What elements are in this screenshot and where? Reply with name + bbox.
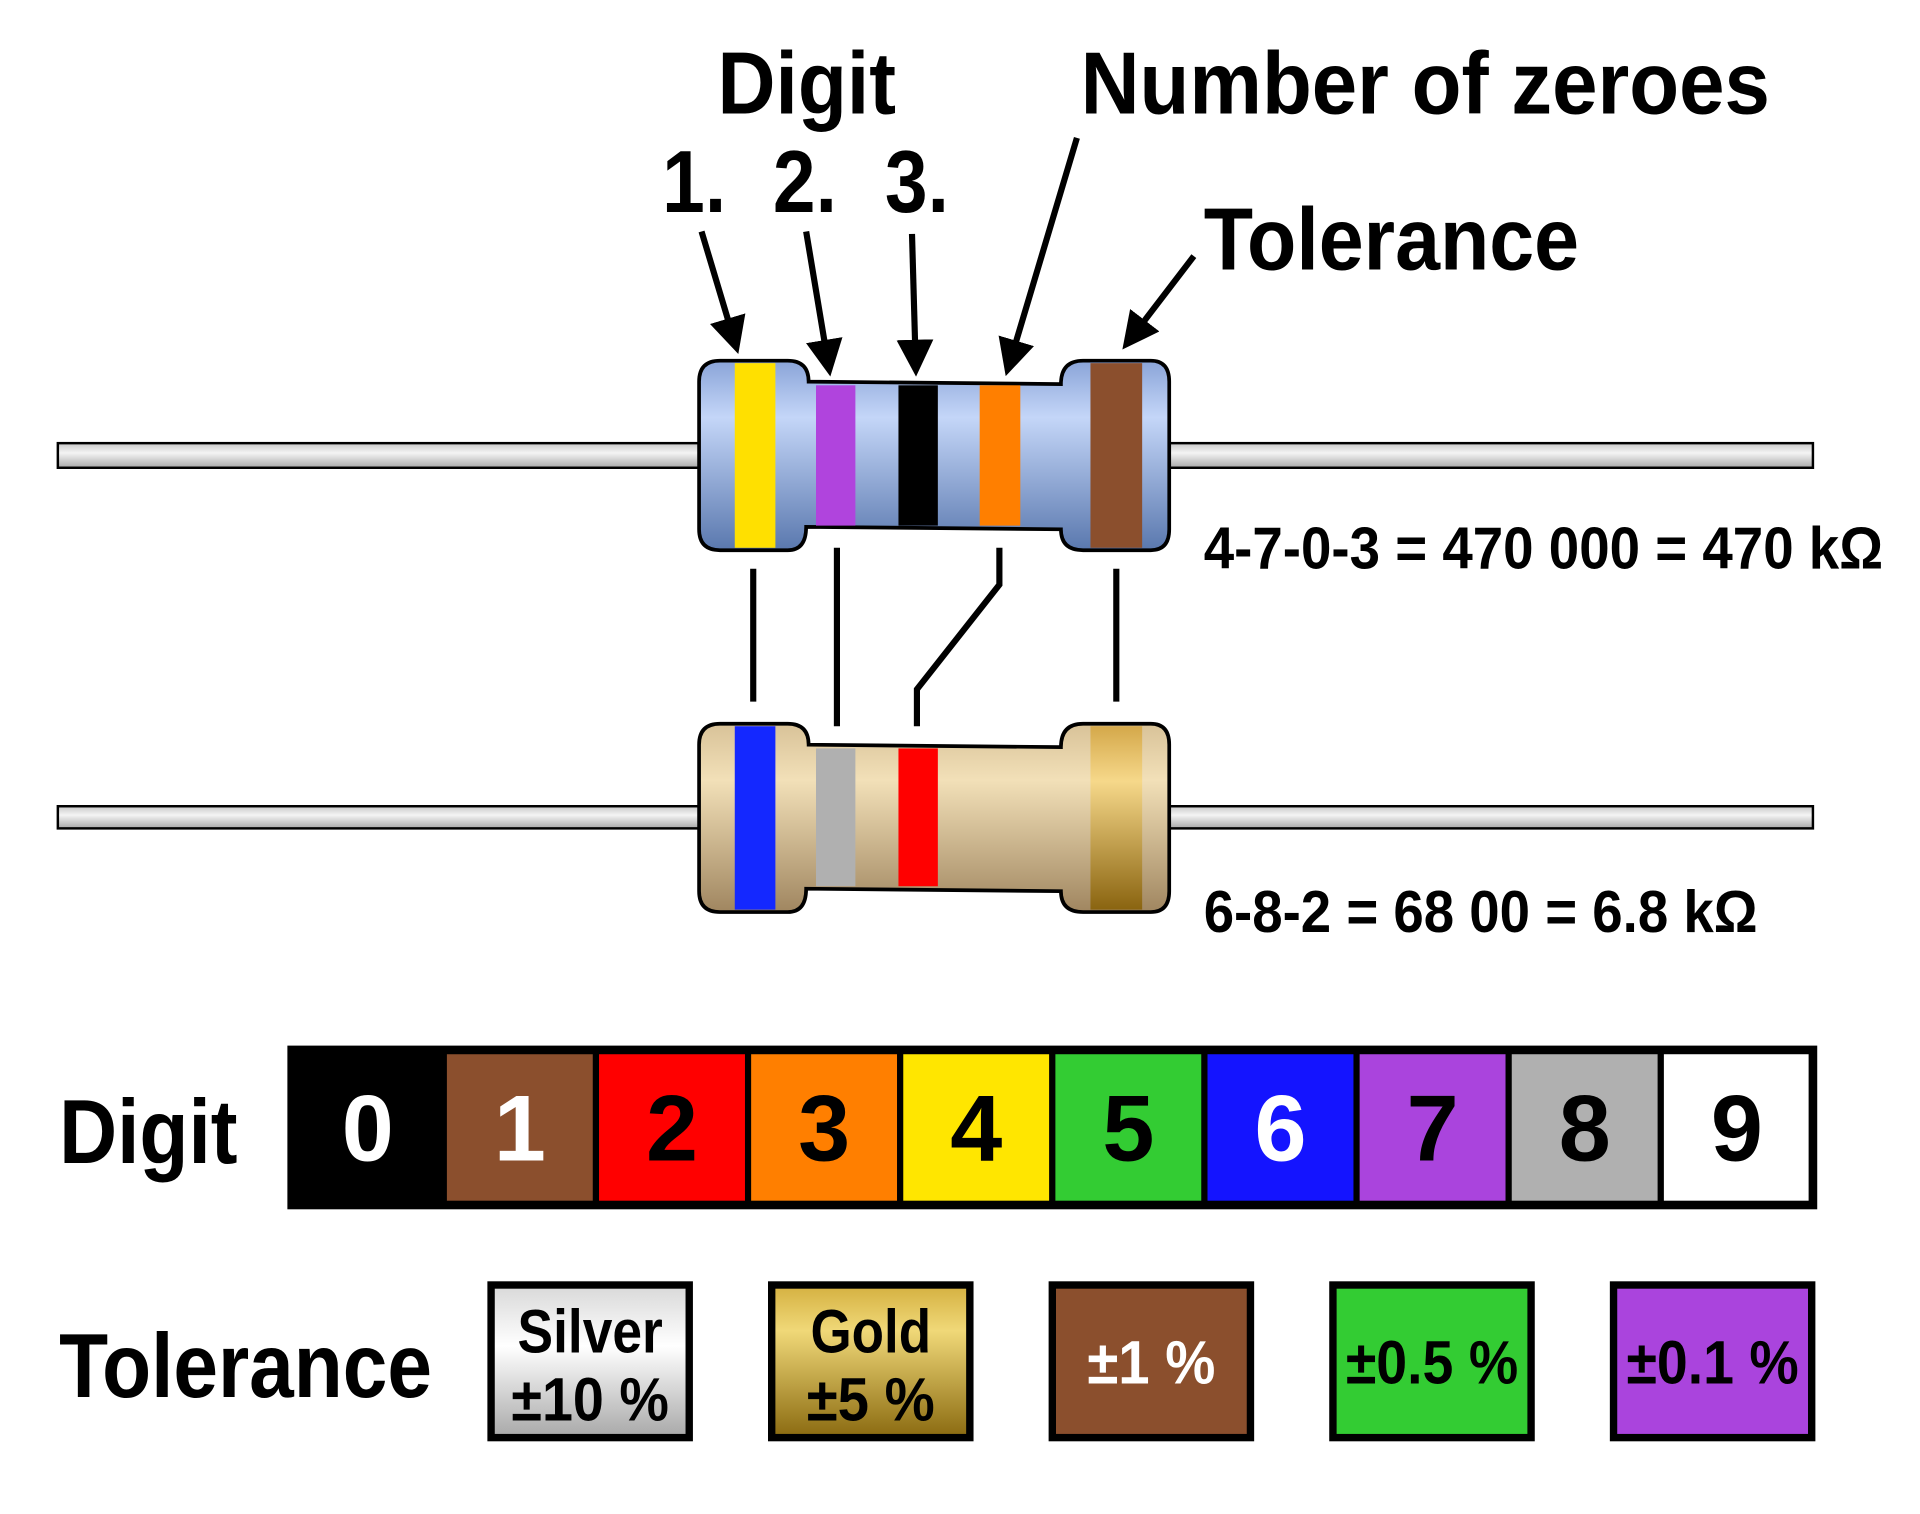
tolerance-value: ±10 % — [511, 1365, 669, 1434]
digit-cell-8: 8 — [1505, 1046, 1664, 1209]
digit-value: 1 — [494, 1076, 546, 1181]
tolerance-swatch — [487, 1281, 693, 1442]
digit-cell-4: 4 — [897, 1046, 1056, 1209]
digit-value: 4 — [950, 1076, 1002, 1181]
resistor-top: 4-7-0-3 = 470 000 = 470 kΩ — [56, 358, 1883, 582]
digit-value: 2 — [646, 1076, 698, 1181]
tolerance-swatch — [768, 1281, 974, 1442]
digit-value: 8 — [1559, 1076, 1611, 1181]
tolerance-value: ±0.1 % — [1626, 1328, 1798, 1397]
tolerance-cell: Gold±5 % — [768, 1281, 974, 1442]
arrow-digit-1 — [698, 230, 746, 355]
tolerance-value: ±5 % — [807, 1365, 935, 1434]
tolerance-swatch — [1609, 1281, 1816, 1442]
digit-swatch — [1353, 1046, 1512, 1209]
digit-value: 7 — [1407, 1076, 1459, 1181]
tolerance-swatch — [1048, 1281, 1255, 1442]
digit-table-border — [287, 1045, 1818, 1210]
digit-table-label: Digit — [59, 1082, 237, 1183]
tolerance-value: ±0.5 % — [1346, 1328, 1518, 1397]
band-tolerance — [1090, 726, 1143, 910]
formula-bottom: 6-8-2 = 68 00 = 6.8 kΩ — [1204, 879, 1758, 945]
band-tolerance — [1090, 363, 1143, 548]
pointer-arrows — [698, 137, 1197, 377]
tolerance-table-label: Tolerance — [59, 1316, 432, 1417]
digit-swatch — [897, 1046, 1056, 1209]
tolerance-name: Gold — [810, 1298, 931, 1367]
band-multiplier — [898, 748, 938, 887]
tolerance-name: Silver — [518, 1298, 663, 1367]
digit-cell-3: 3 — [744, 1046, 904, 1209]
digit-2-label: 2. — [773, 132, 837, 231]
digit-value: 0 — [342, 1076, 394, 1181]
band-connectors — [750, 547, 1120, 727]
band-multiplier — [979, 385, 1021, 526]
tolerance-value: ±1 % — [1087, 1328, 1215, 1397]
digit-cell-6: 6 — [1201, 1046, 1360, 1209]
digit-cell-2: 2 — [592, 1046, 752, 1209]
tolerance-cell: ±1 % — [1048, 1281, 1255, 1442]
arrow-tolerance — [1122, 254, 1197, 350]
tolerance-cell: ±0.1 % — [1609, 1281, 1816, 1442]
band-digit-1 — [734, 363, 776, 548]
tolerance-label: Tolerance — [1204, 190, 1579, 289]
digit-cell-0: 0 — [288, 1046, 447, 1209]
digit-value: 3 — [798, 1076, 850, 1181]
digit-cell-7: 7 — [1353, 1046, 1512, 1209]
band-digit-2 — [816, 748, 856, 887]
resistor-bottom: 6-8-2 = 68 00 = 6.8 kΩ — [56, 721, 1815, 945]
arrow-digit-3 — [896, 233, 934, 377]
digit-cell-9: 9 — [1657, 1046, 1817, 1209]
tolerance-cell: ±0.5 % — [1329, 1281, 1535, 1442]
digit-value: 6 — [1254, 1076, 1306, 1181]
formula-top: 4-7-0-3 = 470 000 = 470 kΩ — [1204, 516, 1883, 582]
tolerance-color-table: Silver±10 % Gold±5 % ±1 % ±0.5 % ±0.1 % — [487, 1281, 1816, 1442]
band-digit-3 — [898, 385, 938, 526]
digit-3-label: 3. — [885, 132, 949, 231]
digit-cell-1: 1 — [440, 1046, 600, 1209]
tolerance-swatch — [1329, 1281, 1535, 1442]
digit-value: 9 — [1711, 1076, 1763, 1181]
connector-3 — [913, 547, 1003, 727]
digit-heading: Digit — [718, 33, 896, 132]
arrow-digit-2 — [803, 230, 843, 377]
band-digit-2 — [816, 385, 856, 526]
number-of-zeroes-label: Number of zeroes — [1081, 33, 1770, 132]
digit-1-label: 1. — [662, 132, 726, 231]
tolerance-cell: Silver±10 % — [487, 1281, 693, 1442]
arrow-zeroes — [998, 137, 1080, 377]
band-digit-1 — [734, 726, 776, 910]
digit-value: 5 — [1102, 1076, 1154, 1181]
digit-cell-5: 5 — [1049, 1046, 1208, 1209]
